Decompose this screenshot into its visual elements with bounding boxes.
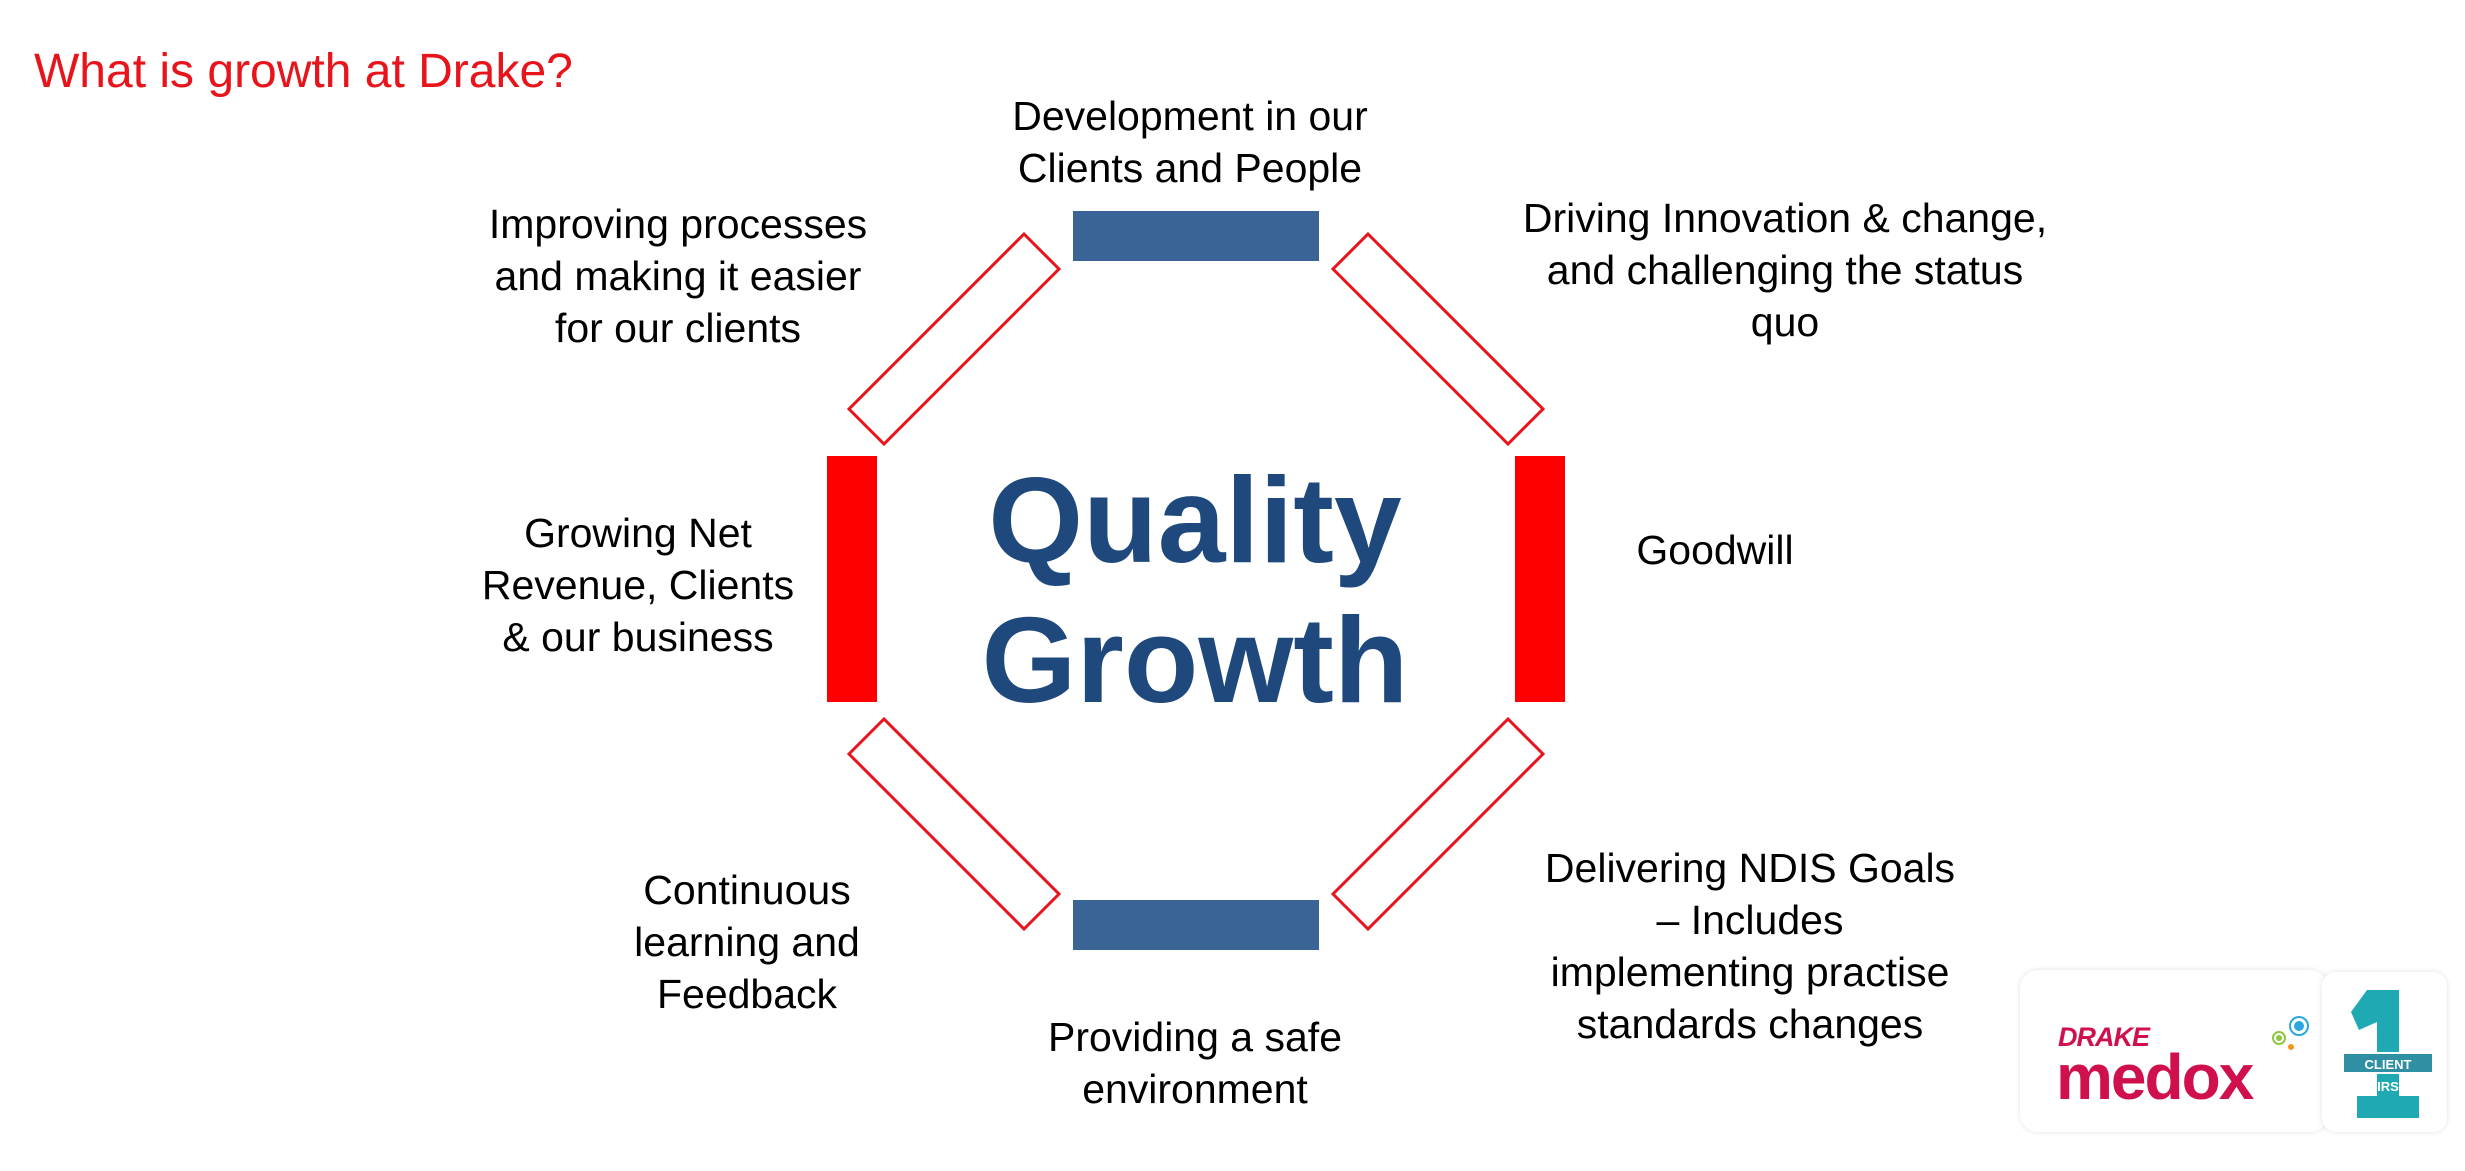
segment-bottom-left xyxy=(846,716,1062,932)
label-top-right: Driving Innovation & change, and challen… xyxy=(1522,195,2048,345)
label-bottom-left: Continuous learning and Feedback xyxy=(634,867,860,1017)
label-left: Growing Net Revenue, Clients & our busin… xyxy=(481,510,795,660)
label-top-left: Improving processes and making it easier… xyxy=(488,201,868,351)
badge-text: CLIENT FIRST xyxy=(2342,1052,2434,1094)
label-bottom: Providing a safe environment xyxy=(1047,1014,1342,1112)
logo-drake-text: DRAKE xyxy=(2058,1022,2150,1052)
label-right: Goodwill xyxy=(1636,527,1794,573)
segment-top-left xyxy=(846,231,1062,447)
slide-title: What is growth at Drake? xyxy=(34,45,573,98)
drake-medox-logo: DRAKE medox xyxy=(2020,970,2328,1132)
segment-top-right xyxy=(1330,231,1546,447)
segment-bottom-right xyxy=(1330,716,1546,932)
segment-bottom xyxy=(1073,900,1319,950)
segment-left xyxy=(827,456,877,702)
client-first-badge: 1 CLIENT FIRST xyxy=(2322,972,2447,1132)
label-bottom-right: Delivering NDIS Goals – Includes impleme… xyxy=(1544,845,1956,1047)
center-title: Quality Growth xyxy=(981,452,1409,728)
segment-right xyxy=(1515,456,1565,702)
logo-medox-text: medox xyxy=(2056,1041,2254,1113)
segment-top xyxy=(1073,211,1319,261)
logo-dots-icon xyxy=(2272,1016,2309,1050)
label-top: Development in our Clients and People xyxy=(1012,93,1368,191)
